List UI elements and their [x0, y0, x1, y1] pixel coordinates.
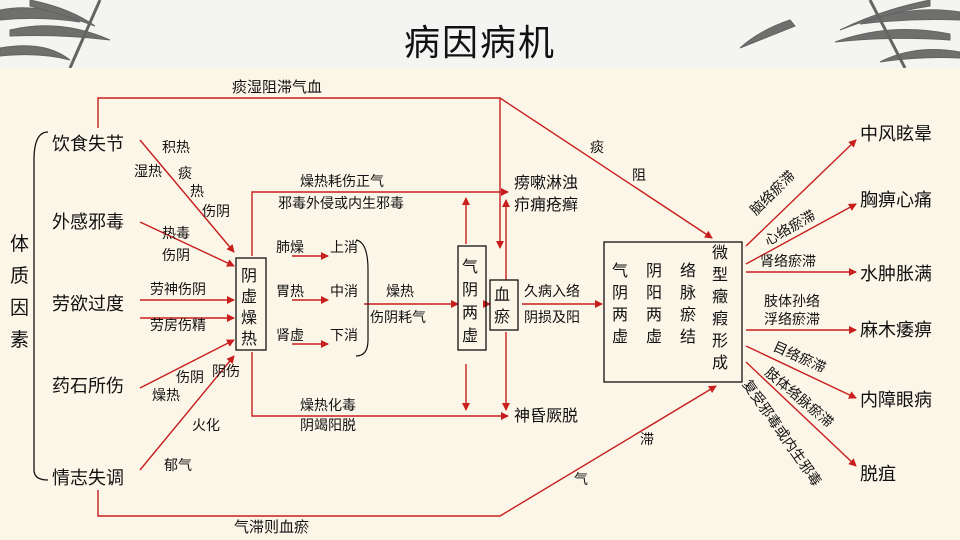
- svg-text:气: 气: [612, 261, 628, 280]
- cause-list: 饮食失节 外感邪毒 劳欲过度 药石所伤 情志失调: [52, 134, 124, 489]
- svg-text:肢体孙络: 肢体孙络: [764, 294, 820, 310]
- svg-text:络: 络: [680, 261, 696, 280]
- svg-text:伤阴: 伤阴: [202, 204, 230, 220]
- svg-text:燥热耗伤正气: 燥热耗伤正气: [300, 174, 384, 190]
- side-outcome-upper-b: 疖痈疮癣: [514, 195, 578, 214]
- route-labels: 痰湿阻滞气血 气滞则血瘀 积热 湿热 痰 热 伤阴 热毒 伤阴 劳神伤阴 劳房伤…: [134, 78, 654, 536]
- cause-drugs: 药石所伤: [52, 376, 124, 397]
- outcome-list: 中风眩晕 胸痹心痛 水肿胀满 麻木痿痹 内障眼病 脱疽: [860, 124, 932, 485]
- svg-text:因: 因: [10, 297, 29, 319]
- svg-text:癥: 癥: [712, 287, 728, 306]
- svg-text:气: 气: [462, 257, 478, 276]
- svg-text:燥: 燥: [241, 308, 257, 327]
- svg-text:浮络瘀滞: 浮络瘀滞: [764, 311, 820, 328]
- svg-text:阴: 阴: [646, 261, 662, 280]
- svg-text:滞: 滞: [640, 432, 654, 448]
- side-outcome-lower: 神昏厥脱: [514, 406, 578, 425]
- svg-text:两: 两: [646, 305, 662, 324]
- svg-text:肾虚: 肾虚: [276, 328, 304, 344]
- bamboo-decoration: [0, 0, 960, 68]
- svg-text:瘀: 瘀: [494, 307, 510, 326]
- svg-text:结: 结: [680, 327, 696, 346]
- page-title: 病因病机: [403, 23, 556, 64]
- svg-text:阳: 阳: [646, 283, 662, 302]
- svg-text:心络瘀滞: 心络瘀滞: [762, 207, 819, 250]
- svg-text:燥热: 燥热: [152, 388, 180, 404]
- side-outcome-upper-a: 痨嗽淋浊: [514, 173, 578, 192]
- factors-label: 体 质 因 素: [10, 233, 29, 351]
- cause-emotion: 情志失调: [52, 468, 124, 489]
- svg-text:劳神伤阴: 劳神伤阴: [150, 282, 206, 298]
- title-bar: 病因病机: [0, 0, 960, 68]
- core-diagram: 阴 虚 燥 热 肺燥 胃热 肾虚 上消 中消 下消 燥热 伤阴耗气 燥热耗伤正气…: [235, 174, 743, 434]
- svg-text:伤阴: 伤阴: [162, 248, 190, 264]
- outcome-stroke: 中风眩晕: [860, 124, 932, 145]
- svg-text:久病入络: 久病入络: [524, 284, 580, 300]
- svg-text:脑络瘀滞: 脑络瘀滞: [747, 167, 799, 219]
- svg-text:素: 素: [10, 329, 29, 351]
- svg-text:阴: 阴: [462, 280, 478, 299]
- svg-text:阴: 阴: [241, 266, 257, 285]
- cause-overwork: 劳欲过度: [52, 294, 124, 315]
- svg-text:形: 形: [712, 331, 728, 350]
- svg-text:阴伤: 阴伤: [212, 364, 240, 380]
- svg-text:虚: 虚: [646, 327, 662, 346]
- svg-text:肺燥: 肺燥: [276, 240, 304, 256]
- route-bottom-label: 气滞则血瘀: [234, 518, 309, 536]
- diagram-panel: [0, 68, 960, 540]
- cause-diet: 饮食失节: [52, 134, 124, 155]
- svg-text:虚: 虚: [462, 326, 478, 345]
- svg-text:燥热: 燥热: [386, 284, 414, 300]
- svg-text:胃热: 胃热: [276, 284, 304, 300]
- svg-text:上消: 上消: [330, 240, 358, 256]
- outcome-chest: 胸痹心痛: [860, 190, 932, 211]
- svg-text:下消: 下消: [330, 328, 358, 344]
- svg-text:微: 微: [712, 243, 728, 262]
- svg-text:阴: 阴: [612, 283, 628, 302]
- outcome-numbness: 麻木痿痹: [860, 320, 932, 341]
- svg-text:两: 两: [462, 303, 478, 322]
- svg-text:血: 血: [494, 285, 510, 304]
- outcome-eye: 内障眼病: [860, 390, 932, 411]
- svg-text:两: 两: [612, 305, 628, 324]
- svg-text:体: 体: [10, 233, 29, 255]
- svg-text:成: 成: [712, 353, 728, 372]
- cause-external: 外感邪毒: [52, 212, 124, 233]
- svg-text:虚: 虚: [241, 287, 257, 306]
- svg-text:湿热: 湿热: [134, 164, 162, 180]
- svg-text:阻: 阻: [632, 168, 646, 184]
- svg-text:气: 气: [574, 472, 588, 488]
- svg-text:虚: 虚: [612, 327, 628, 346]
- svg-text:肾络瘀滞: 肾络瘀滞: [760, 253, 816, 270]
- svg-text:积热: 积热: [162, 140, 190, 156]
- svg-text:阴竭阳脱: 阴竭阳脱: [300, 418, 356, 434]
- complication-paths: 脑络瘀滞 心络瘀滞 肾络瘀滞 肢体孙络 浮络瘀滞 目络瘀滞 肢体络脉瘀滞 复受邪…: [739, 167, 837, 489]
- svg-text:热毒: 热毒: [162, 226, 190, 242]
- route-top-label: 痰湿阻滞气血: [232, 78, 322, 96]
- side-outcomes: 痨嗽淋浊 疖痈疮癣 神昏厥脱: [514, 173, 578, 425]
- svg-text:型: 型: [712, 265, 728, 284]
- svg-text:热: 热: [190, 184, 204, 200]
- svg-text:瘀: 瘀: [680, 305, 696, 324]
- svg-text:火化: 火化: [192, 418, 220, 434]
- outcome-edema: 水肿胀满: [860, 264, 932, 285]
- svg-text:郁气: 郁气: [164, 458, 192, 474]
- svg-text:中消: 中消: [330, 284, 358, 300]
- svg-text:瘕: 瘕: [712, 309, 728, 328]
- svg-text:质: 质: [10, 265, 29, 287]
- svg-text:劳房伤精: 劳房伤精: [150, 318, 206, 334]
- svg-text:热: 热: [241, 329, 257, 348]
- svg-text:脉: 脉: [680, 283, 696, 302]
- svg-text:伤阴耗气: 伤阴耗气: [370, 310, 426, 326]
- outcome-gangrene: 脱疽: [860, 464, 896, 485]
- svg-text:邪毒外侵或内生邪毒: 邪毒外侵或内生邪毒: [278, 195, 404, 212]
- arrow-layer: [97, 97, 857, 517]
- svg-text:燥热化毒: 燥热化毒: [300, 398, 356, 414]
- svg-text:痰: 痰: [178, 166, 192, 182]
- svg-text:伤阴: 伤阴: [176, 370, 204, 386]
- svg-text:痰: 痰: [590, 140, 604, 156]
- svg-text:阴损及阳: 阴损及阳: [524, 310, 580, 326]
